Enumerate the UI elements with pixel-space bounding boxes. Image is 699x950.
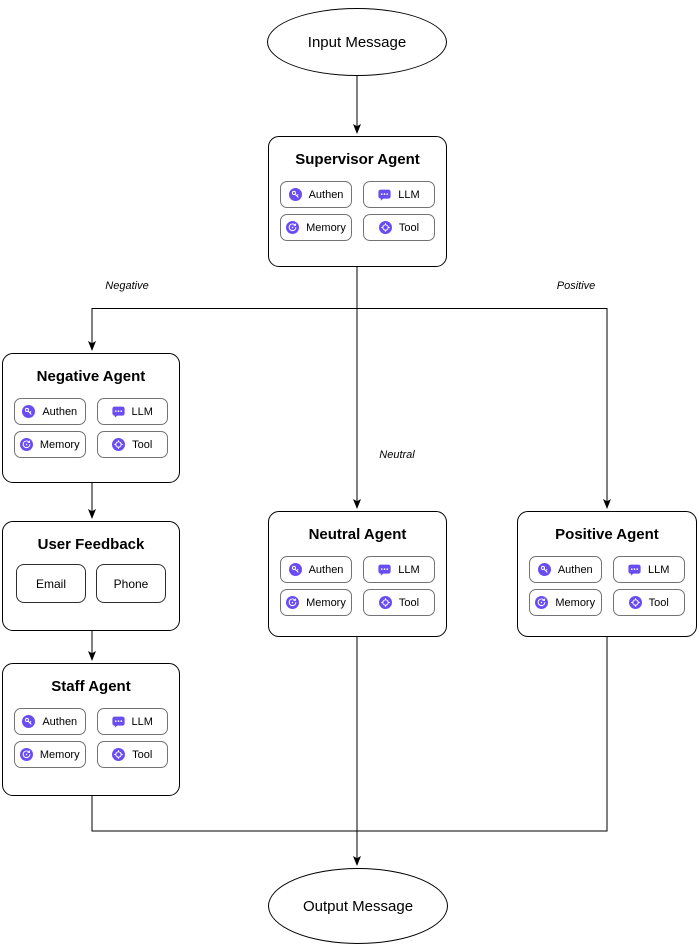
memory-icon (286, 221, 299, 234)
edge-supervisor-to-positive (357, 308, 611, 509)
memory-icon (535, 596, 548, 609)
capability-chips: Authen LLM Memory Tool (14, 708, 168, 768)
chip-memory[interactable]: Memory (280, 589, 352, 616)
edge-staff-to-output-rail (91, 796, 357, 832)
authen-icon (538, 563, 551, 576)
chip-label: Phone (113, 576, 149, 591)
llm-icon (378, 188, 391, 201)
llm-icon (112, 405, 125, 418)
authen-icon (289, 188, 302, 201)
chip-label: Authen (557, 563, 593, 576)
tool-icon (379, 596, 392, 609)
chip-label: Email (35, 576, 66, 591)
node-output-message[interactable]: Output Message (268, 868, 448, 944)
chip-authen[interactable]: Authen (14, 398, 86, 425)
memory-icon (286, 596, 299, 609)
chip-authen[interactable]: Authen (14, 708, 86, 735)
feedback-channel-chips: Email Phone (16, 564, 166, 603)
edge-label-negative: Negative (103, 280, 151, 292)
chip-llm[interactable]: LLM (363, 556, 435, 583)
chip-label: Tool (398, 221, 420, 234)
chip-llm[interactable]: LLM (363, 181, 435, 208)
node-title: Staff Agent (51, 678, 131, 695)
chip-authen[interactable]: Authen (280, 181, 352, 208)
edge-label-positive: Positive (554, 280, 598, 292)
chip-label: Memory (555, 596, 596, 609)
authen-icon (22, 715, 35, 728)
chip-memory[interactable]: Memory (529, 589, 602, 616)
authen-icon (289, 563, 302, 576)
chip-phone[interactable]: Phone (96, 564, 166, 603)
chip-label: Tool (132, 438, 153, 451)
memory-icon (20, 748, 33, 761)
memory-icon (20, 438, 33, 451)
capability-chips: Authen LLM Memory Tool (280, 556, 435, 616)
tool-icon (379, 221, 392, 234)
chip-label: Tool (648, 596, 669, 609)
tool-icon (629, 596, 642, 609)
tool-icon (112, 748, 125, 761)
chip-label: LLM (398, 188, 420, 201)
chip-label: LLM (648, 563, 670, 576)
chip-label: Memory (39, 748, 80, 761)
node-neutral-agent[interactable]: Neutral Agent Authen LLM Memory Tool (268, 511, 447, 637)
chip-authen[interactable]: Authen (529, 556, 602, 583)
edge-positive-to-output-rail (357, 637, 608, 832)
chip-label: Authen (42, 405, 78, 418)
chip-label: Tool (398, 596, 420, 609)
input-message-label: Input Message (307, 33, 407, 51)
chip-memory[interactable]: Memory (14, 741, 86, 768)
authen-icon (22, 405, 35, 418)
capability-chips: Authen LLM Memory Tool (280, 181, 435, 241)
chip-label: Memory (39, 438, 80, 451)
chip-label: LLM (398, 563, 420, 576)
chip-memory[interactable]: Memory (14, 431, 86, 458)
chip-label: Authen (42, 715, 78, 728)
chip-tool[interactable]: Tool (363, 214, 435, 241)
chip-tool[interactable]: Tool (96, 431, 168, 458)
chip-tool[interactable]: Tool (363, 589, 435, 616)
chip-label: LLM (131, 405, 153, 418)
chip-llm[interactable]: LLM (96, 708, 168, 735)
llm-icon (112, 715, 125, 728)
chip-authen[interactable]: Authen (280, 556, 352, 583)
node-title: Negative Agent (36, 368, 146, 385)
node-positive-agent[interactable]: Positive Agent Authen LLM Memory Tool (517, 511, 697, 637)
edge-label-neutral: Neutral (377, 449, 417, 461)
node-user-feedback[interactable]: User Feedback Email Phone (2, 521, 180, 631)
node-input-message[interactable]: Input Message (267, 8, 447, 76)
node-title: Supervisor Agent (295, 151, 420, 168)
node-title: Positive Agent (555, 526, 659, 543)
node-supervisor-agent[interactable]: Supervisor Agent Authen LLM Memory Tool (268, 136, 447, 267)
chip-label: LLM (131, 715, 153, 728)
node-negative-agent[interactable]: Negative Agent Authen LLM Memory Tool (2, 353, 180, 483)
node-title: Neutral Agent (308, 526, 407, 543)
output-message-label: Output Message (302, 897, 414, 915)
llm-icon (628, 563, 641, 576)
chip-label: Tool (132, 748, 153, 761)
llm-icon (378, 563, 391, 576)
capability-chips: Authen LLM Memory Tool (529, 556, 685, 616)
chip-label: Memory (306, 221, 346, 234)
chip-label: Authen (308, 188, 344, 201)
chip-label: Authen (308, 563, 344, 576)
tool-icon (112, 438, 125, 451)
chip-memory[interactable]: Memory (280, 214, 352, 241)
node-staff-agent[interactable]: Staff Agent Authen LLM Memory Tool (2, 663, 180, 796)
node-title: User Feedback (37, 536, 145, 553)
chip-llm[interactable]: LLM (96, 398, 168, 425)
capability-chips: Authen LLM Memory Tool (14, 398, 168, 458)
chip-email[interactable]: Email (16, 564, 86, 603)
chip-llm[interactable]: LLM (612, 556, 685, 583)
chip-label: Memory (306, 596, 346, 609)
chip-tool[interactable]: Tool (612, 589, 685, 616)
chip-tool[interactable]: Tool (96, 741, 168, 768)
